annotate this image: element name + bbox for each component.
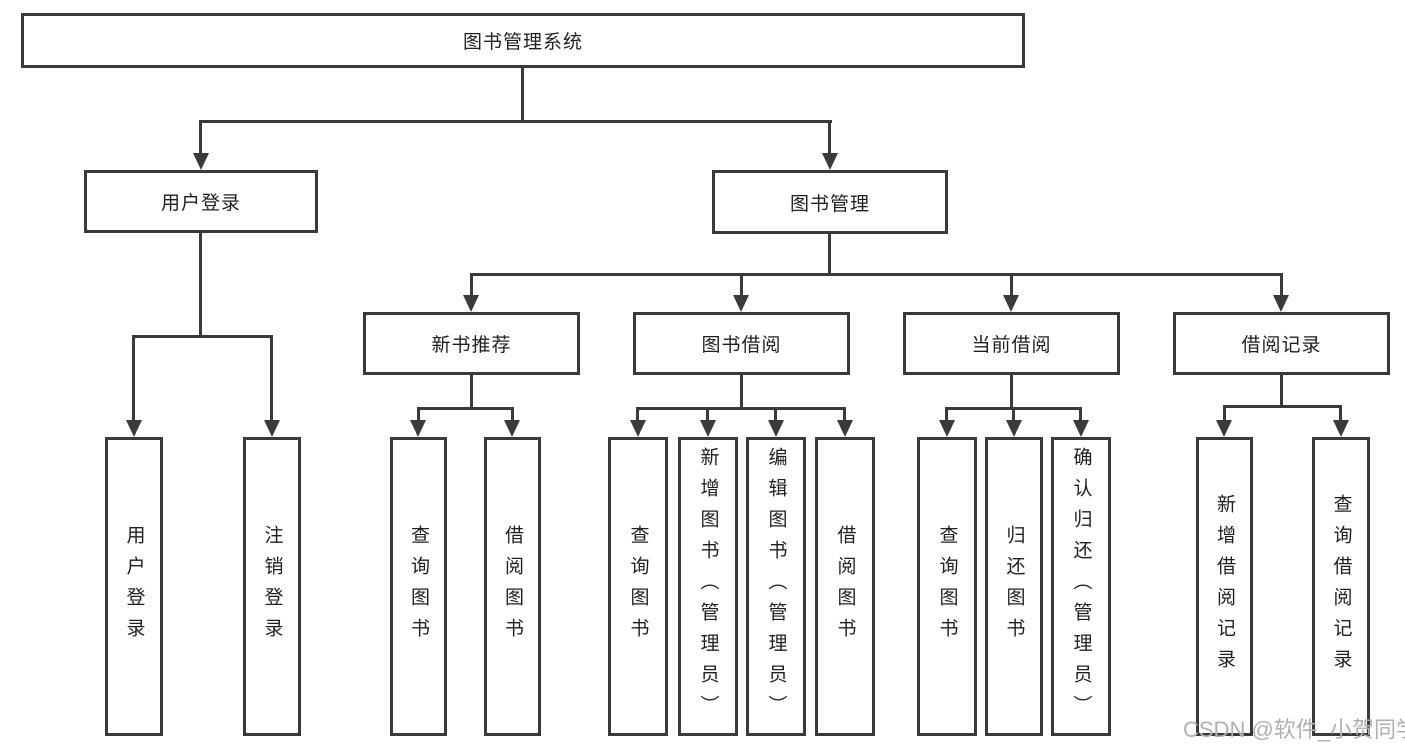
connector-line: [740, 375, 743, 407]
arrowhead-down-icon: [1073, 420, 1089, 437]
leaf-user-login: 用户登录: [105, 437, 163, 736]
connector-line: [1339, 405, 1342, 421]
connector-line: [774, 407, 777, 421]
connector-line: [470, 273, 1283, 276]
connector-line: [1012, 407, 1015, 421]
connector-line: [521, 68, 524, 120]
connector-line: [828, 120, 831, 154]
arrowhead-down-icon: [700, 420, 716, 437]
connector-line: [636, 407, 639, 421]
node-current-borrow: 当前借阅: [903, 312, 1120, 375]
arrowhead-down-icon: [768, 420, 784, 437]
connector-line: [470, 375, 473, 407]
leaf-add-books-admin: 新增图书（管理员）: [678, 437, 738, 736]
node-root-library-management-system: 图书管理系统: [21, 13, 1025, 68]
connector-line: [843, 407, 846, 421]
arrowhead-down-icon: [1003, 295, 1019, 312]
connector-line: [199, 120, 202, 154]
arrowhead-down-icon: [837, 420, 853, 437]
leaf-query-books-recommend: 查询图书: [390, 437, 447, 736]
connector-line: [706, 407, 709, 421]
arrowhead-down-icon: [733, 295, 749, 312]
arrowhead-down-icon: [630, 420, 646, 437]
node-book-management: 图书管理: [712, 170, 948, 234]
arrowhead-down-icon: [126, 420, 142, 437]
arrowhead-down-icon: [1333, 420, 1349, 437]
connector-line: [1079, 407, 1082, 421]
connector-line: [511, 407, 514, 421]
leaf-query-books-borrow: 查询图书: [608, 437, 668, 736]
arrowhead-down-icon: [1273, 295, 1289, 312]
connector-line: [740, 273, 743, 296]
arrowhead-down-icon: [410, 420, 426, 437]
connector-line: [828, 233, 831, 276]
connector-line: [270, 335, 273, 421]
connector-line: [199, 233, 202, 335]
arrowhead-down-icon: [264, 420, 280, 437]
arrowhead-down-icon: [463, 295, 479, 312]
connector-line: [470, 273, 473, 296]
connector-line: [1280, 273, 1283, 296]
arrowhead-down-icon: [193, 153, 209, 170]
arrowhead-down-icon: [939, 420, 955, 437]
connector-line: [945, 407, 948, 421]
connector-line: [1223, 405, 1341, 408]
leaf-query-borrow-record: 查询借阅记录: [1312, 437, 1370, 736]
connector-line: [1280, 375, 1283, 405]
connector-line: [200, 120, 832, 123]
connector-line: [417, 407, 420, 421]
leaf-edit-books-admin: 编辑图书（管理员）: [746, 437, 806, 736]
connector-line: [132, 335, 273, 338]
leaf-borrow-books: 借阅图书: [815, 437, 875, 736]
leaf-logout: 注销登录: [243, 437, 301, 736]
arrowhead-down-icon: [822, 153, 838, 170]
leaf-borrow-books-recommend: 借阅图书: [484, 437, 541, 736]
connector-line: [1010, 375, 1013, 407]
arrowhead-down-icon: [1006, 420, 1022, 437]
arrowhead-down-icon: [1216, 420, 1232, 437]
node-book-borrow: 图书借阅: [633, 312, 850, 375]
connector-line: [417, 407, 514, 410]
leaf-confirm-return-admin: 确认归还（管理员）: [1051, 437, 1111, 736]
arrowhead-down-icon: [504, 420, 520, 437]
connector-line: [1010, 273, 1013, 296]
leaf-query-books-current: 查询图书: [917, 437, 977, 736]
leaf-return-books: 归还图书: [985, 437, 1043, 736]
node-user-login: 用户登录: [84, 170, 318, 233]
leaf-add-borrow-record: 新增借阅记录: [1196, 437, 1253, 736]
csdn-watermark: CSDN @软件_小贺同学: [1183, 717, 1405, 742]
connector-line: [132, 335, 135, 421]
connector-line: [1223, 405, 1226, 421]
connector-line: [636, 407, 846, 410]
node-borrow-records: 借阅记录: [1173, 312, 1390, 375]
node-new-book-recommend: 新书推荐: [363, 312, 580, 375]
